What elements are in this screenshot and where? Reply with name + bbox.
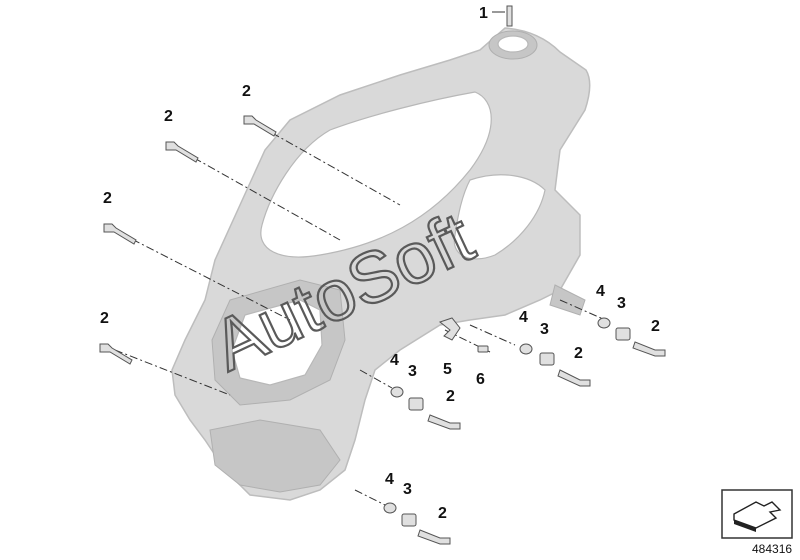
next-arrow-icon[interactable] xyxy=(721,489,793,539)
callout-1: 1 xyxy=(479,5,488,22)
callout-3: 3 xyxy=(617,295,626,312)
callout-2: 2 xyxy=(446,388,455,405)
callout-2: 2 xyxy=(438,505,447,522)
callout-2: 2 xyxy=(164,108,173,125)
callout-4: 4 xyxy=(385,471,394,488)
bolt-part-2 xyxy=(99,115,666,545)
callout-6: 6 xyxy=(476,371,485,388)
clip-part-5 xyxy=(438,317,461,341)
callout-2: 2 xyxy=(574,345,583,362)
callout-2: 2 xyxy=(100,310,109,327)
fasteners xyxy=(99,5,666,545)
assembly-lines xyxy=(114,11,611,506)
callout-3: 3 xyxy=(540,321,549,338)
callout-3: 3 xyxy=(403,481,412,498)
part-number: 484316 xyxy=(752,542,792,556)
callout-4: 4 xyxy=(596,283,605,300)
callout-3: 3 xyxy=(408,363,417,380)
callout-labels: 1 2 2 2 2 2 2 2 2 3 3 3 3 4 4 4 4 5 6 xyxy=(100,5,660,522)
pin-part-1 xyxy=(506,5,513,27)
nut-part-3 xyxy=(401,327,631,527)
callout-2: 2 xyxy=(242,83,251,100)
callout-4: 4 xyxy=(390,352,399,369)
screw-part-6 xyxy=(477,345,489,353)
washer-part-4 xyxy=(383,317,611,514)
callout-5: 5 xyxy=(443,361,452,378)
rear-frame-part xyxy=(171,27,591,501)
callout-2: 2 xyxy=(651,318,660,335)
callout-2: 2 xyxy=(103,190,112,207)
callout-4: 4 xyxy=(519,309,528,326)
